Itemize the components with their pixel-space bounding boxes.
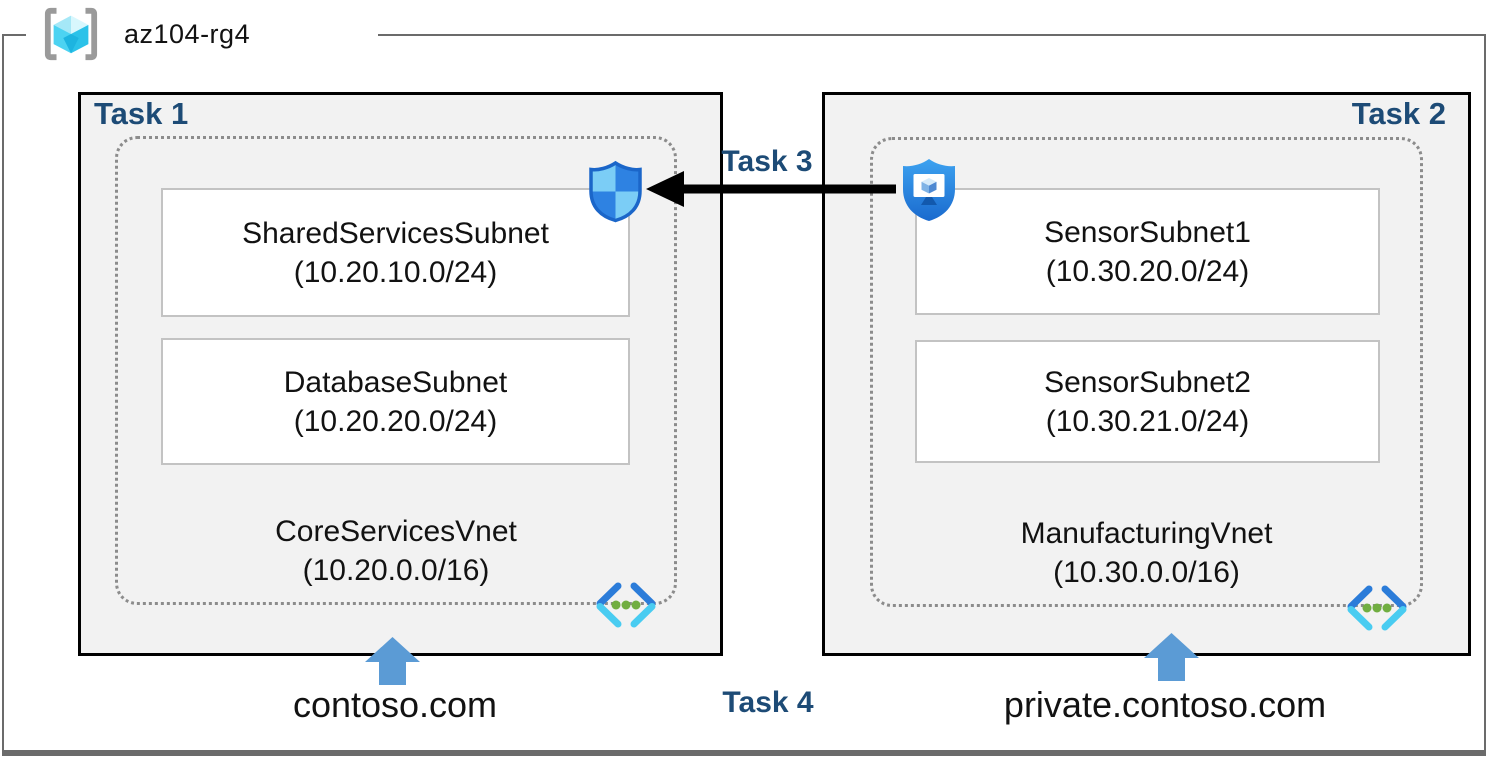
contoso-dns-label: contoso.com	[292, 684, 498, 725]
dns-up-arrow	[365, 637, 420, 685]
manufacturing-vnet-boundary	[870, 137, 1423, 607]
sensor-subnet2-box: SensorSubnet2 (10.30.21.0/24)	[915, 340, 1380, 463]
core-services-vnet-boundary	[115, 136, 677, 605]
network-security-shield-icon	[589, 160, 642, 223]
dns-up-arrow	[1144, 633, 1199, 681]
task3-label: Task 3	[721, 145, 813, 178]
vnet-name: ManufacturingVnet	[1020, 517, 1273, 550]
resource-group-icon	[44, 7, 98, 61]
task4-label: Task 4	[722, 686, 814, 719]
sensor-subnet1-box: SensorSubnet1 (10.30.20.0/24)	[915, 188, 1380, 315]
database-subnet-box: DatabaseSubnet (10.20.20.0/24)	[161, 338, 630, 465]
peering-arrow	[646, 171, 896, 207]
resource-group-header: az104-rg4	[26, 2, 378, 66]
subnet-cidr: (10.30.20.0/24)	[1045, 254, 1250, 288]
subnet-name: SharedServicesSubnet	[242, 216, 549, 250]
manufacturing-vnet-label: ManufacturingVnet (10.30.0.0/16)	[870, 514, 1423, 592]
subnet-cidr: (10.20.10.0/24)	[293, 255, 498, 289]
vnet-cidr: (10.20.0.0/16)	[302, 554, 490, 587]
core-services-vnet-label: CoreServicesVnet (10.20.0.0/16)	[115, 512, 677, 590]
bastion-shield-icon	[903, 159, 955, 221]
resource-group-name: az104-rg4	[124, 18, 251, 49]
task1-label: Task 1	[94, 96, 189, 131]
vnet-name: CoreServicesVnet	[275, 515, 517, 548]
private-contoso-dns-label: private.contoso.com	[1003, 684, 1327, 725]
subnet-cidr: (10.20.20.0/24)	[293, 404, 498, 438]
resource-group-frame	[2, 34, 1486, 756]
vnet-cidr: (10.30.0.0/16)	[1053, 556, 1240, 589]
subnet-cidr: (10.30.21.0/24)	[1045, 404, 1250, 438]
shared-services-subnet-box: SharedServicesSubnet (10.20.10.0/24)	[161, 188, 630, 317]
subnet-name: SensorSubnet1	[1044, 215, 1251, 249]
task2-label: Task 2	[1351, 96, 1446, 131]
subnet-name: SensorSubnet2	[1044, 365, 1251, 399]
virtual-network-icon	[1347, 585, 1407, 631]
virtual-network-icon	[596, 582, 656, 628]
subnet-name: DatabaseSubnet	[283, 365, 508, 399]
